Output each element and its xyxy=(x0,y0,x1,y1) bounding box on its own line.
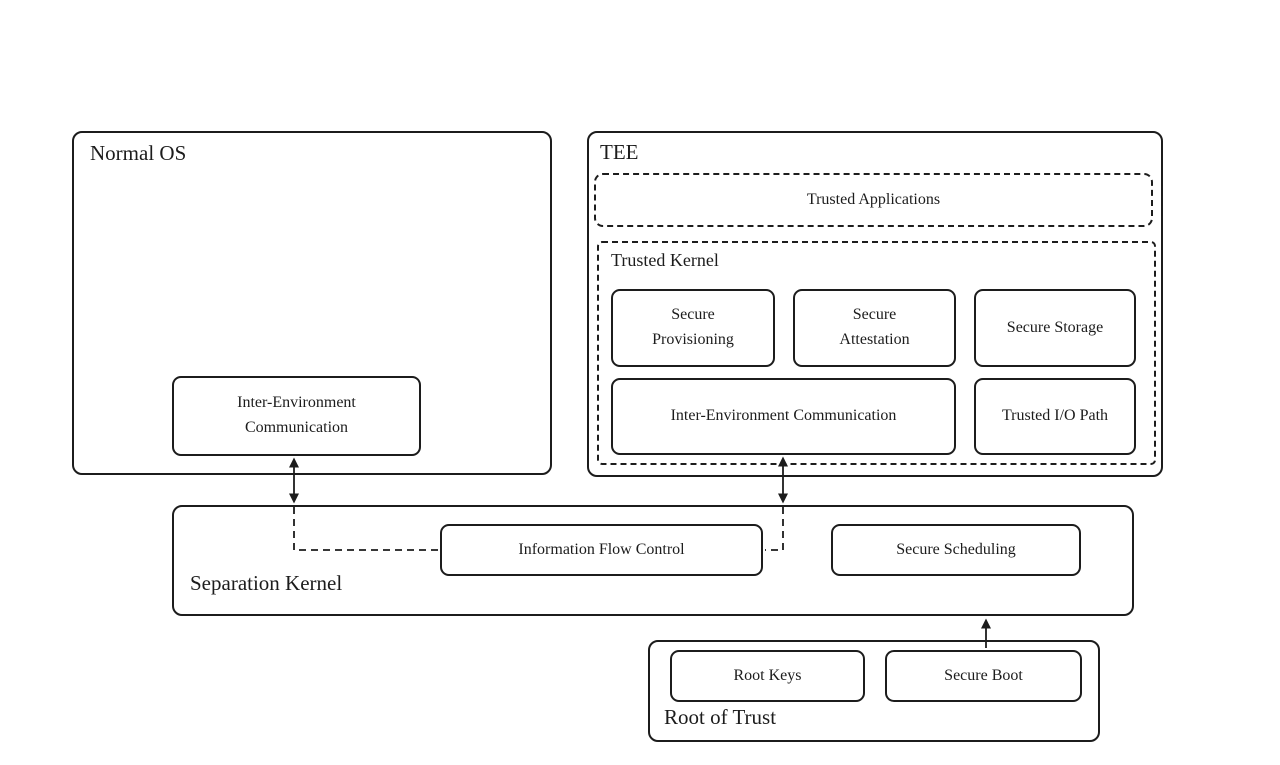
information-flow-control-label: Information Flow Control xyxy=(518,540,685,558)
tee-box: TEE Trusted Applications Trusted Kernel … xyxy=(587,131,1163,477)
secure-provisioning-label: Secure Provisioning xyxy=(652,306,734,348)
secure-storage-box: Secure Storage xyxy=(974,289,1136,367)
secure-attestation-box: Secure Attestation xyxy=(793,289,956,367)
secure-boot-box: Secure Boot xyxy=(885,650,1082,702)
trusted-io-path-label: Trusted I/O Path xyxy=(1001,407,1109,425)
information-flow-control-box: Information Flow Control xyxy=(440,524,763,576)
root-of-trust-box: Root Keys Secure Boot Root of Trust xyxy=(648,640,1100,742)
secure-attestation-label: Secure Attestation xyxy=(839,306,910,348)
trusted-io-path-box: Trusted I/O Path xyxy=(974,378,1136,455)
separation-kernel-box: Separation Kernel Information Flow Contr… xyxy=(172,505,1134,616)
root-keys-box: Root Keys xyxy=(670,650,865,702)
trusted-applications-box: Trusted Applications xyxy=(594,173,1153,227)
trusted-kernel-title: Trusted Kernel xyxy=(611,250,719,270)
tee-title: TEE xyxy=(600,140,639,164)
normal-os-title: Normal OS xyxy=(90,141,187,165)
normal-os-iec-label: Inter-Environment Communication xyxy=(237,394,356,436)
separation-kernel-title: Separation Kernel xyxy=(190,571,343,595)
root-of-trust-title: Root of Trust xyxy=(664,705,777,729)
secure-storage-label: Secure Storage xyxy=(1006,318,1104,336)
secure-provisioning-box: Secure Provisioning xyxy=(611,289,775,367)
secure-scheduling-box: Secure Scheduling xyxy=(831,524,1081,576)
normal-os-box: Normal OS Inter-Environment Communicatio… xyxy=(72,131,552,475)
trusted-kernel-box: Trusted Kernel Secure Provisioning Secur… xyxy=(597,241,1156,465)
normal-os-iec-box: Inter-Environment Communication xyxy=(172,376,421,456)
trusted-applications-label: Trusted Applications xyxy=(806,190,941,208)
root-keys-label: Root Keys xyxy=(733,666,802,684)
tee-iec-label: Inter-Environment Communication xyxy=(670,407,897,425)
tee-iec-box: Inter-Environment Communication xyxy=(611,378,956,455)
secure-boot-label: Secure Boot xyxy=(944,666,1023,684)
secure-scheduling-label: Secure Scheduling xyxy=(896,540,1016,558)
